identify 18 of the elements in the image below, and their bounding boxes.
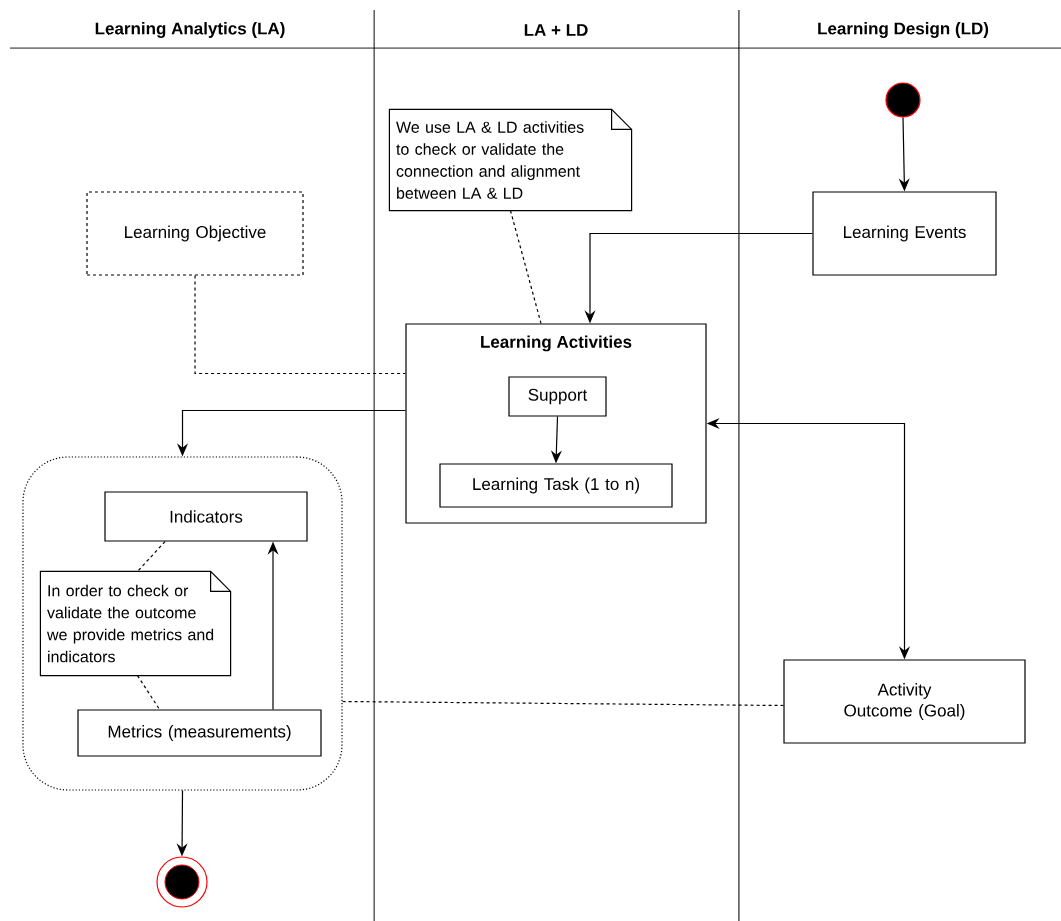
group-container: [22, 456, 343, 791]
process-box: Learning Events: [812, 191, 997, 276]
process-box: Learning Task (1 to n): [439, 463, 673, 508]
process-box: Metrics (measurements): [77, 709, 322, 757]
connector-line: [509, 210, 542, 324]
process-box: Indicators: [104, 491, 308, 542]
connector-line: [136, 541, 166, 572]
connector-line: [194, 275, 406, 375]
connector-line: [136, 675, 161, 710]
end-circle: [156, 856, 208, 908]
process-box: Support: [508, 376, 607, 417]
lane-header: Learning Analytics (LA): [95, 22, 285, 38]
lane-header: LA + LD: [524, 24, 588, 36]
connector-line: [342, 700, 784, 707]
process-box: Activity Outcome (Goal): [783, 659, 1026, 744]
start-circle: [885, 82, 921, 118]
dashed-box: Learning Objective: [86, 191, 304, 276]
lane-header: Learning Design (LD): [818, 22, 989, 38]
